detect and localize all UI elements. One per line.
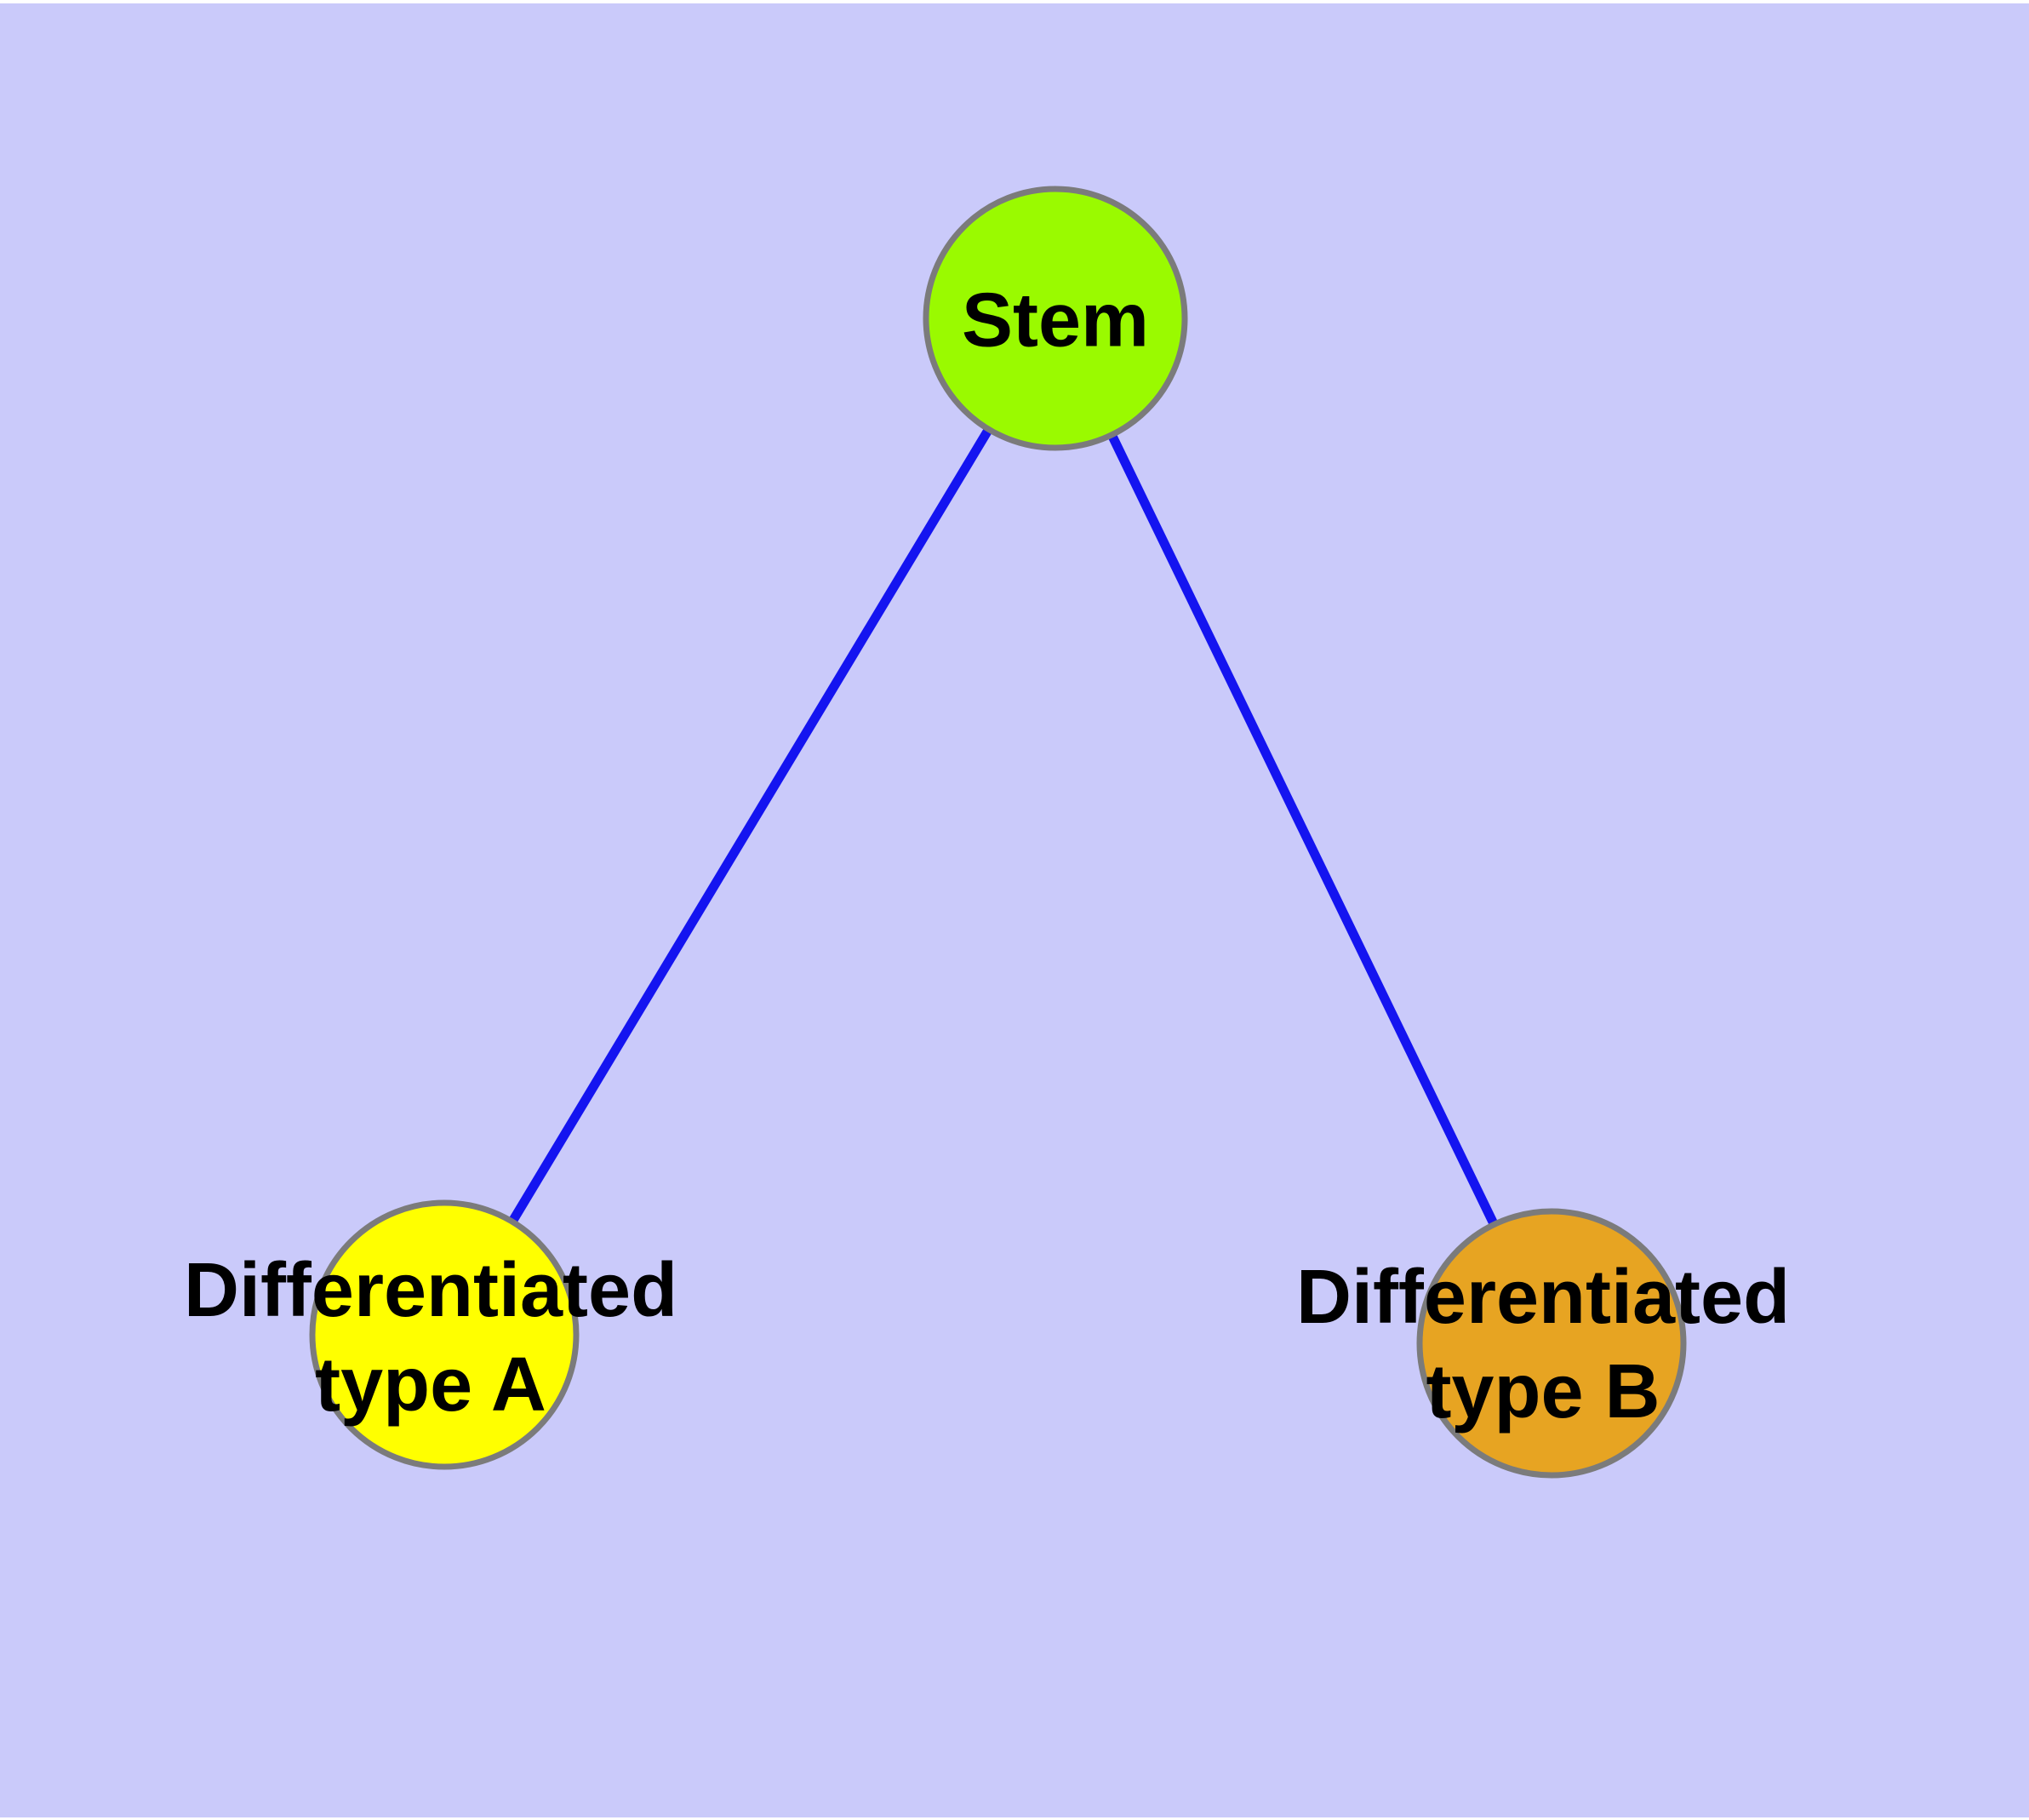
edge-stem-to-type-b xyxy=(1051,316,1556,1346)
differentiated-type-b-label-line2: type B xyxy=(1426,1349,1660,1434)
stem-node-label: Stem xyxy=(961,278,1150,363)
differentiated-type-b-label-line1: Differentiated xyxy=(1295,1255,1791,1340)
differentiated-type-a-label-line2: type A xyxy=(315,1342,546,1428)
stem-node xyxy=(923,186,1188,451)
differentiated-type-b-node xyxy=(1416,1208,1687,1479)
differentiated-type-b-label: Differentiated type B xyxy=(1296,1251,1790,1439)
differentiated-type-a-label-line1: Differentiated xyxy=(183,1248,678,1333)
differentiated-type-a-label: Differentiated type A xyxy=(184,1244,677,1433)
differentiated-type-a-node xyxy=(309,1199,580,1470)
edge-stem-to-type-a xyxy=(440,316,1060,1337)
